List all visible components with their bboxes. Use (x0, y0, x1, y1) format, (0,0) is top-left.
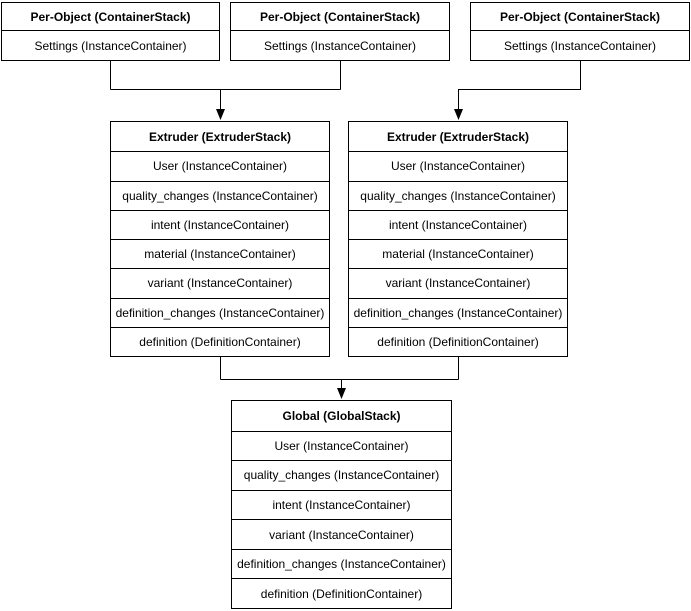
global-stack-row-quality-changes: quality_changes (InstanceContainer) (232, 460, 451, 490)
global-stack-title: Global (GlobalStack) (282, 408, 401, 423)
global-stack-row-intent: intent (InstanceContainer) (232, 489, 451, 520)
extruder-stack-2-row-definition-changes: definition_changes (InstanceContainer) (349, 297, 567, 327)
per-object-stack-1-row-settings: Settings (InstanceContainer) (2, 30, 219, 60)
extruder-stack-1-row-intent: intent (InstanceContainer) (111, 209, 329, 239)
extruder-stack-2-row-user: User (InstanceContainer) (349, 151, 567, 180)
global-stack-row-user: User (InstanceContainer) (232, 430, 451, 461)
extruder-stack-1-row-definition: definition (DefinitionContainer) (111, 326, 329, 356)
per-object-stack-3-title: Per-Object (ContainerStack) (499, 9, 661, 24)
per-object-stack-2-title: Per-Object (ContainerStack) (259, 9, 421, 24)
arrowhead-into-extruder-2 (454, 109, 463, 120)
global-stack-row-definition: definition (DefinitionContainer) (232, 578, 451, 608)
per-object-stack-1-title: Per-Object (ContainerStack) (30, 9, 191, 24)
edge-per-object-1-2-to-extruder-1 (110, 61, 341, 110)
extruder-stack-1-title: Extruder (ExtruderStack) (148, 129, 292, 144)
extruder-stack-2-row-quality-changes: quality_changes (InstanceContainer) (349, 180, 567, 210)
extruder-stack-2-row-material: material (InstanceContainer) (349, 239, 567, 268)
extruder-stack-1: Extruder (ExtruderStack) User (InstanceC… (110, 121, 330, 357)
per-object-stack-1: Per-Object (ContainerStack) Settings (In… (1, 2, 220, 61)
global-stack: Global (GlobalStack) User (InstanceConta… (231, 400, 452, 609)
arrowhead-into-global (337, 388, 346, 399)
extruder-stack-1-row-material: material (InstanceContainer) (111, 239, 329, 268)
per-object-stack-2-row-settings: Settings (InstanceContainer) (231, 30, 449, 60)
extruder-stack-1-row-variant: variant (InstanceContainer) (111, 268, 329, 297)
global-stack-row-variant: variant (InstanceContainer) (232, 519, 451, 549)
extruder-stack-2: Extruder (ExtruderStack) User (InstanceC… (348, 121, 568, 357)
extruder-stack-2-title: Extruder (ExtruderStack) (386, 129, 530, 144)
global-stack-row-definition-changes: definition_changes (InstanceContainer) (232, 548, 451, 579)
extruder-stack-2-row-variant: variant (InstanceContainer) (349, 268, 567, 297)
arrowhead-into-extruder-1 (216, 109, 225, 120)
per-object-stack-2: Per-Object (ContainerStack) Settings (In… (230, 2, 450, 61)
extruder-stack-1-row-quality-changes: quality_changes (InstanceContainer) (111, 180, 329, 210)
extruder-stack-1-row-definition-changes: definition_changes (InstanceContainer) (111, 297, 329, 327)
edge-per-object-3-to-extruder-2 (458, 61, 581, 110)
extruder-stack-2-row-intent: intent (InstanceContainer) (349, 209, 567, 239)
edge-extruders-to-global (220, 357, 459, 389)
per-object-stack-3: Per-Object (ContainerStack) Settings (In… (470, 2, 690, 61)
extruder-stack-2-row-definition: definition (DefinitionContainer) (349, 326, 567, 356)
extruder-stack-1-row-user: User (InstanceContainer) (111, 151, 329, 180)
per-object-stack-3-row-settings: Settings (InstanceContainer) (471, 30, 689, 60)
